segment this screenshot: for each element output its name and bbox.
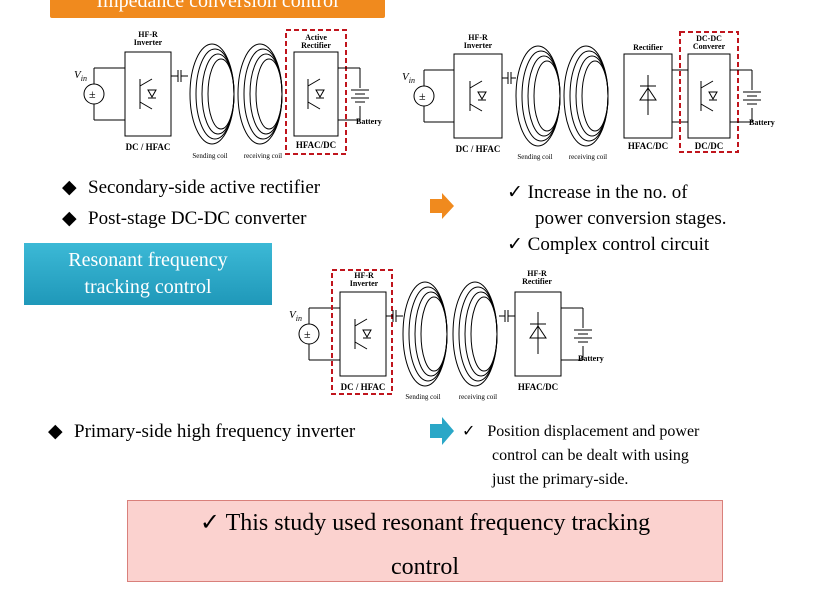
- resonant-header-line-2: tracking control: [84, 276, 212, 298]
- switch-icon: [307, 78, 325, 110]
- switch-icon: [700, 80, 718, 112]
- checks-mid: ✓ Position displacement and power contro…: [462, 420, 699, 492]
- switch-icon: [469, 80, 487, 112]
- check-item: ✓ Increase in the no. of: [507, 182, 688, 203]
- battery-label: Battery: [749, 118, 775, 127]
- svg-text:±: ±: [89, 87, 96, 101]
- inverter-label: DC / HFAC: [341, 382, 386, 392]
- vin-label: Vin: [289, 309, 302, 323]
- battery-label: Battery: [356, 117, 382, 126]
- check-item: control can be dealt with using: [492, 447, 689, 464]
- bullet-active-rectifier: ◆Secondary-side active rectifier: [62, 177, 321, 198]
- sending-coil-label: Sending coil: [192, 152, 227, 160]
- receiving-coil-icon: [452, 281, 498, 387]
- check-item: ✓ Position displacement and power: [462, 423, 700, 440]
- conclusion-line-2: control: [391, 554, 459, 580]
- resonant-header-line-1: Resonant frequency: [68, 249, 228, 271]
- battery-icon: [574, 329, 592, 343]
- arrow-right-icon: [430, 417, 454, 445]
- diode-bridge-icon: [529, 312, 547, 354]
- check-item: power conversion stages.: [535, 208, 727, 229]
- impedance-conversion-header: Impedance conversion control: [50, 0, 385, 18]
- checks-top: ✓ Increase in the no. of power conversio…: [507, 180, 727, 258]
- bullet-primary-inverter: ◆Primary-side high frequency inverter: [48, 421, 356, 442]
- conclusion-box: ✓ This study used resonant frequency tra…: [127, 500, 723, 582]
- vin-label: Vin: [402, 71, 415, 85]
- receiving-coil-label: receiving coil: [569, 153, 607, 161]
- battery-label: Battery: [578, 354, 604, 363]
- converter-label: DC/DC: [695, 141, 724, 151]
- receiving-coil-icon: [563, 45, 609, 147]
- sending-coil-icon: [189, 43, 235, 145]
- switch-icon: [354, 318, 372, 350]
- arrow-right-icon: [430, 193, 454, 219]
- check-item: just the primary-side.: [492, 471, 629, 488]
- svg-text:±: ±: [419, 89, 426, 103]
- rectifier-box: [293, 51, 339, 137]
- inverter-box: [453, 53, 503, 139]
- diode-bridge-icon: [639, 75, 657, 115]
- check-item: ✓ Complex control circuit: [507, 234, 710, 255]
- inverter-label: DC / HFAC: [126, 142, 171, 152]
- switch-icon: [139, 78, 157, 110]
- vin-label: Vin: [74, 69, 87, 83]
- rectifier-label: HFAC/DC: [296, 140, 336, 150]
- converter-box: [687, 53, 731, 139]
- inverter-box: [339, 291, 387, 377]
- highlight-dashed-box: [679, 31, 739, 153]
- svg-text:±: ±: [304, 327, 311, 341]
- sending-coil-label: Sending coil: [517, 153, 552, 161]
- rectifier-title: Rectifier: [633, 43, 663, 52]
- bullet-dcdc-converter: ◆Post-stage DC-DC converter: [62, 208, 307, 229]
- rectifier-label: HFAC/DC: [628, 141, 668, 151]
- battery-icon: [351, 89, 369, 103]
- rectifier-label: HFAC/DC: [518, 382, 558, 392]
- receiving-coil-icon: [237, 43, 283, 145]
- resonant-tracking-header: Resonant frequency tracking control: [24, 243, 272, 305]
- battery-icon: [743, 91, 761, 105]
- inverter-label: DC / HFAC: [456, 144, 501, 154]
- sending-coil-label: Sending coil: [405, 393, 440, 401]
- highlight-dashed-box: [331, 269, 393, 395]
- sending-coil-icon: [515, 45, 561, 147]
- receiving-coil-label: receiving coil: [459, 393, 497, 401]
- sending-coil-icon: [402, 281, 448, 387]
- receiving-coil-label: receiving coil: [244, 152, 282, 160]
- highlight-dashed-box: [285, 29, 347, 155]
- inverter-box: [124, 51, 172, 137]
- conclusion-line-1: ✓ This study used resonant frequency tra…: [199, 510, 651, 536]
